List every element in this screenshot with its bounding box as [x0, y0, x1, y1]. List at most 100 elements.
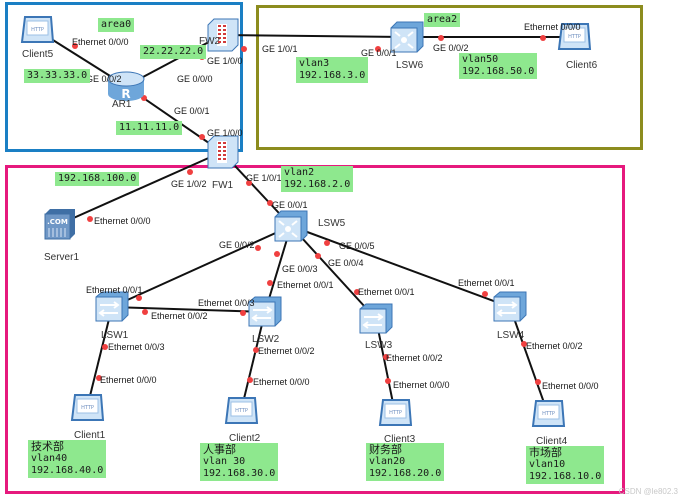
router-icon: R — [106, 71, 146, 106]
device-client3[interactable]: HTTP — [377, 398, 413, 428]
port-dot — [383, 354, 389, 360]
port-label: GE 0/0/3 — [282, 264, 318, 274]
link-lsw2-client2 — [240, 311, 266, 412]
svg-text:R: R — [121, 87, 130, 101]
client6-label: Client6 — [566, 60, 598, 71]
port-label: GE 0/0/1 — [361, 48, 397, 58]
port-dot — [87, 216, 93, 222]
port-label: GE 1/0/1 — [262, 44, 298, 54]
port-dot — [540, 35, 546, 41]
device-fw2[interactable] — [204, 17, 240, 53]
device-lsw6[interactable] — [389, 20, 425, 54]
port-dot — [253, 347, 259, 353]
port-dot — [187, 169, 193, 175]
port-dot — [72, 43, 78, 49]
port-dot — [102, 344, 108, 350]
firewall-icon — [204, 135, 240, 174]
port-label: GE 0/0/2 — [86, 74, 122, 84]
lsw5-label: LSW5 — [318, 218, 346, 229]
port-label: GE 1/0/2 — [171, 179, 207, 189]
device-client1[interactable]: HTTP — [69, 393, 105, 423]
link-lsw5-lsw1 — [111, 225, 292, 308]
svg-text:HTTP: HTTP — [81, 405, 94, 411]
port-label: Ethernet 0/0/3 — [198, 298, 255, 308]
server-icon: .COM — [43, 209, 77, 244]
link-fw1-server1 — [59, 151, 223, 225]
port-dot — [136, 295, 142, 301]
port-label: Ethernet 0/0/2 — [386, 353, 443, 363]
l2-switch-icon — [94, 291, 130, 327]
port-label: GE 0/0/1 — [174, 106, 210, 116]
port-label: Ethernet 0/0/2 — [258, 346, 315, 356]
fw1-label: FW1 — [212, 180, 234, 191]
device-client4[interactable]: HTTP — [530, 399, 566, 429]
port-label: Ethernet 0/0/1 — [277, 280, 334, 290]
port-label: Ethernet 0/0/0 — [524, 22, 581, 32]
device-ar1[interactable]: R — [106, 70, 146, 102]
client2-label: Client2 — [229, 433, 261, 444]
port-label: Ethernet 0/0/0 — [72, 37, 129, 47]
svg-text:HTTP: HTTP — [31, 27, 44, 33]
port-label: Ethernet 0/0/3 — [108, 342, 165, 352]
link-lsw5-lsw3 — [290, 225, 377, 320]
device-lsw4[interactable] — [492, 291, 528, 323]
device-fw1[interactable] — [204, 134, 240, 170]
device-client2[interactable]: HTTP — [223, 396, 259, 426]
area2-boundary — [256, 5, 643, 150]
tag-net-33: 33.33.33.0 — [24, 69, 91, 83]
svg-text:HTTP: HTTP — [542, 411, 555, 417]
lsw6-label: LSW6 — [396, 60, 424, 71]
device-lsw5[interactable] — [273, 209, 309, 243]
port-dot — [354, 289, 360, 295]
port-dot — [241, 46, 247, 52]
http-client-icon: HTTP — [69, 394, 105, 427]
tag-area0: area0 — [98, 18, 135, 32]
device-server1[interactable]: .COM — [43, 208, 77, 240]
device-lsw1[interactable] — [94, 291, 130, 323]
svg-text:HTTP: HTTP — [389, 410, 402, 416]
svg-text:.COM: .COM — [47, 218, 68, 226]
lsw3-label: LSW3 — [365, 340, 393, 351]
lsw2-label: LSW2 — [252, 334, 280, 345]
device-client6[interactable]: HTTP — [556, 22, 592, 52]
svg-text:HTTP: HTTP — [568, 34, 581, 40]
port-label: Ethernet 0/0/2 — [526, 341, 583, 351]
link-lsw1-lsw2 — [111, 306, 266, 313]
port-dot — [199, 134, 205, 140]
device-lsw2[interactable] — [247, 296, 283, 328]
port-dot — [535, 379, 541, 385]
fw2-label: FW2 — [199, 36, 221, 47]
link-lsw3-client3 — [375, 318, 396, 414]
http-client-icon: HTTP — [19, 16, 55, 49]
port-dot — [315, 253, 321, 259]
watermark: CSDN @le802.3 — [618, 487, 678, 496]
port-dot — [482, 291, 488, 297]
device-client5[interactable]: HTTP — [19, 15, 55, 45]
port-label: Ethernet 0/0/1 — [358, 287, 415, 297]
port-label: GE 1/0/0 — [207, 56, 243, 66]
port-label: Ethernet 0/0/0 — [94, 216, 151, 226]
tag-area2: area2 — [424, 13, 461, 27]
link-fw2-lsw6 — [221, 34, 408, 38]
port-label: GE 1/0/1 — [246, 173, 282, 183]
port-dot — [267, 200, 273, 206]
lsw4-label: LSW4 — [497, 330, 525, 341]
firewall-icon — [204, 18, 240, 57]
port-label: Ethernet 0/0/1 — [86, 285, 143, 295]
server1-label: Server1 — [44, 252, 80, 263]
device-lsw3[interactable] — [358, 303, 394, 335]
l2-switch-icon — [492, 291, 528, 327]
port-label: GE 0/0/5 — [339, 241, 375, 251]
port-label: GE 0/0/4 — [328, 258, 364, 268]
link-lsw5-lsw4 — [290, 225, 511, 308]
l3-switch-icon — [273, 210, 309, 247]
l3-switch-icon — [389, 21, 425, 58]
link-lsw1-client1 — [86, 306, 113, 409]
l2-switch-icon — [358, 303, 394, 339]
port-dot — [521, 341, 527, 347]
client1-label: Client1 — [74, 430, 106, 441]
